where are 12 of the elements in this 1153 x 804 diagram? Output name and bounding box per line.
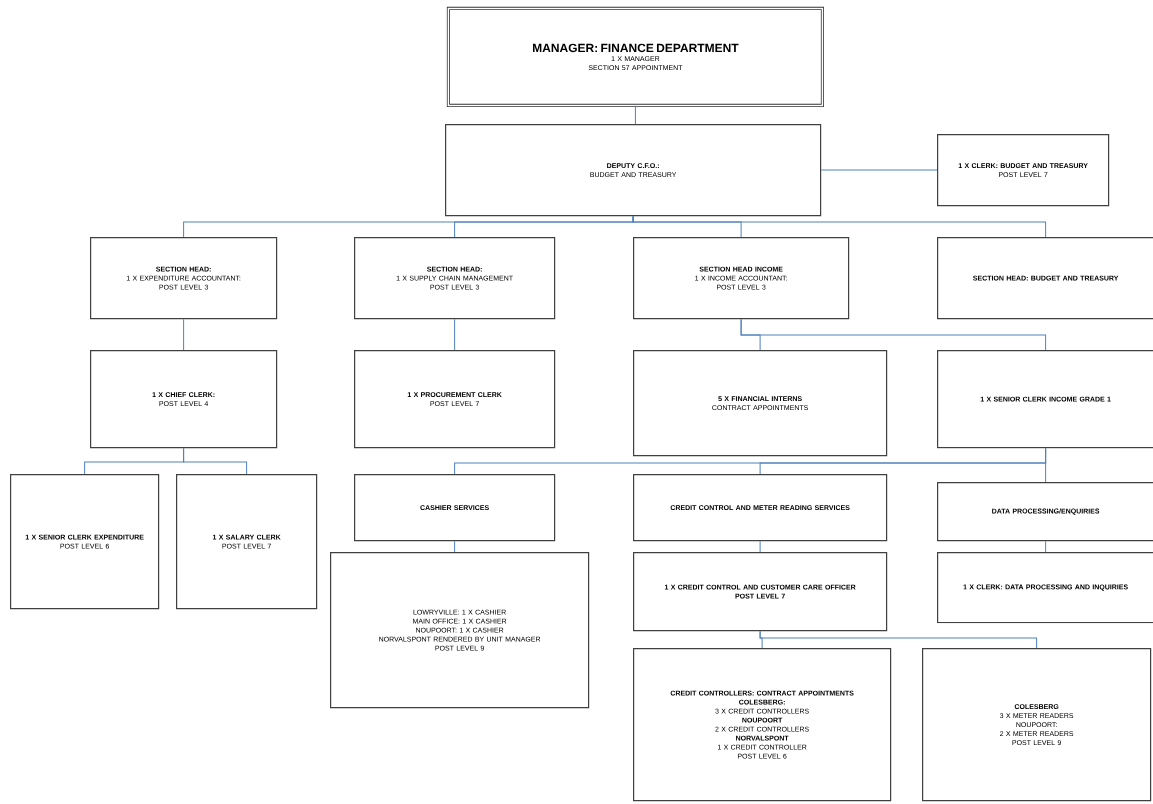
- connector-line: [740, 318, 1047, 351]
- connector-line: [634, 105, 636, 125]
- connector-line: [759, 540, 761, 553]
- connector-line: [1045, 447, 1047, 483]
- connector-line: [183, 318, 185, 351]
- connector-line: [820, 169, 938, 171]
- connector-line: [759, 630, 1038, 649]
- connector-line: [454, 540, 456, 553]
- connector-line: [183, 447, 248, 475]
- connector-line: [454, 318, 456, 351]
- connector-line: [1045, 540, 1047, 553]
- connector-line: [632, 215, 1047, 238]
